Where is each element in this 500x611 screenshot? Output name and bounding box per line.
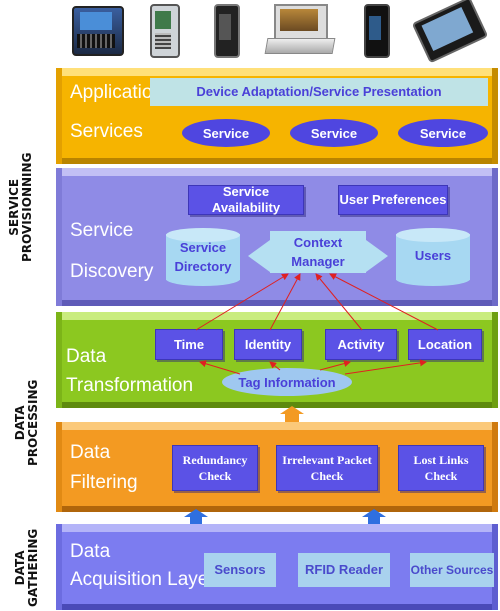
service-oval-2: Service — [290, 119, 378, 147]
transformation-title-line2: Transformation — [66, 375, 194, 396]
tag-information-oval: Tag Information — [222, 368, 352, 396]
blue-up-arrow-2 — [362, 509, 386, 527]
tag-to-identity-arrow — [269, 361, 281, 371]
context-manager-label: Context Manager — [270, 231, 366, 273]
acquisition-title-line1: Data — [70, 541, 111, 562]
application-title-line1: Application — [70, 82, 163, 103]
blue-up-arrow-1 — [184, 509, 208, 527]
netbook-icon — [264, 4, 336, 54]
rfid-reader-box: RFID Reader — [298, 553, 390, 587]
service-directory-label: Service Directory — [174, 240, 232, 274]
user-preferences-box: User Preferences — [338, 185, 448, 215]
discovery-title-line2: Discovery — [70, 261, 154, 282]
identity-to-context-arrow — [269, 273, 301, 331]
device-adaptation-banner: Device Adaptation/Service Presentation — [150, 78, 488, 106]
redundancy-check-box: Redundancy Check — [172, 445, 258, 491]
tag-to-location-arrow — [344, 359, 427, 375]
service-oval-1: Service — [182, 119, 270, 147]
filtering-title-line1: Data — [70, 442, 111, 463]
data-acquisition-layer — [56, 524, 498, 610]
other-sources-box: Other Sources — [410, 553, 494, 587]
data-filtering-layer — [56, 422, 498, 512]
activity-to-context-arrow — [315, 273, 363, 331]
mobile-phone-icon — [214, 4, 240, 58]
location-box: Location — [408, 329, 482, 360]
tag-to-activity-arrow — [319, 360, 351, 371]
transformation-title-line1: Data — [66, 346, 107, 367]
smartphone-icon — [150, 4, 180, 58]
acquisition-title-line2: Acquisition Layer — [70, 569, 215, 590]
sensors-box: Sensors — [204, 553, 276, 587]
location-to-context-arrow — [329, 273, 439, 331]
users-cylinder: Users — [396, 228, 470, 286]
filtering-title-line2: Filtering — [70, 472, 138, 493]
discovery-title-line1: Service — [70, 220, 134, 241]
time-box: Time — [155, 329, 223, 360]
time-to-context-arrow — [195, 273, 289, 331]
service-oval-3: Service — [398, 119, 488, 147]
lost-links-check-box: Lost Links Check — [398, 445, 484, 491]
activity-box: Activity — [325, 329, 397, 360]
service-availability-box: Service Availability — [188, 184, 304, 215]
users-label: Users — [414, 248, 452, 263]
application-title-line2: Services — [70, 121, 143, 142]
service-directory-cylinder: Service Directory — [166, 228, 240, 286]
irrelevant-packet-check-box: Irrelevant Packet Check — [276, 445, 378, 491]
pda-phone-icon — [72, 6, 124, 56]
phone-icon — [364, 4, 390, 58]
tag-to-time-arrow — [199, 360, 241, 375]
identity-box: Identity — [234, 329, 302, 360]
